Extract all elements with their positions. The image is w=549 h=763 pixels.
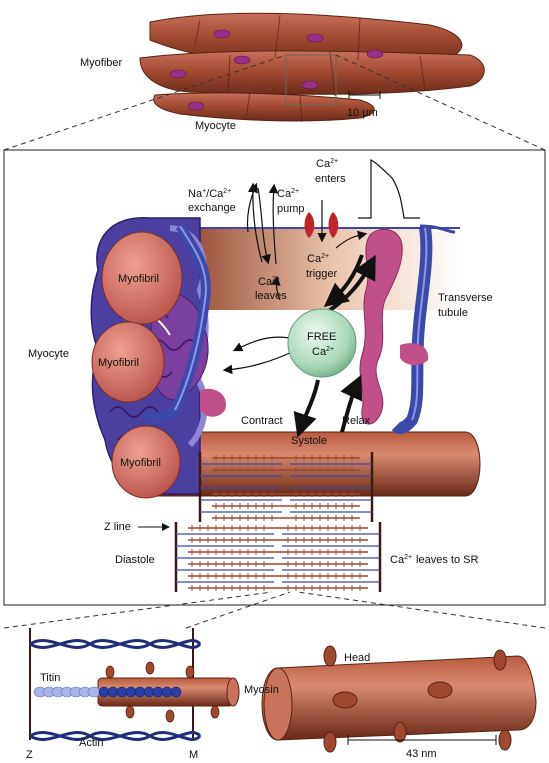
titin-label: Titin [40, 672, 60, 684]
myofiber-bundle [139, 12, 485, 123]
ttubule-label-2: tubule [438, 307, 468, 319]
myofibril-label-3: Myofibril [120, 457, 161, 469]
leaves-label-2: leaves [255, 290, 287, 302]
free-calcium-sphere [287, 308, 357, 378]
trigger-label: Ca2+ [307, 253, 329, 265]
free-ca-label: Ca2+ [312, 346, 334, 358]
myofibril-1 [101, 231, 183, 325]
free-label: FREE [307, 331, 336, 343]
actin-label: Actin [79, 737, 103, 749]
myocyte-mid-label: Myocyte [28, 348, 69, 360]
leaves-label: Ca2+ [258, 276, 280, 288]
myofibril-2 [91, 321, 165, 403]
contract-label: Contract [241, 415, 283, 427]
scale-label-top: 10 μm [347, 107, 378, 119]
zline-label: Z line [104, 521, 131, 533]
diastole-sarcomere [174, 522, 382, 592]
leaves-sr-label: Ca2+leaves to SR [390, 554, 478, 566]
myofibril-label-1: Myofibril [118, 273, 159, 285]
systole-sarcomere [198, 452, 374, 522]
relax-label: Relax [342, 415, 371, 427]
myocyte-panel [3, 149, 546, 606]
scale-bar-top [348, 91, 381, 99]
exchange-label: exchange [188, 202, 236, 214]
enters-label: Ca2+ [316, 158, 338, 170]
zoom-box [285, 54, 337, 106]
diastole-label: Diastole [115, 554, 155, 566]
calcium-channel-icon [304, 212, 339, 238]
na-ca-exchange-label: Na+/Ca2+ [188, 188, 231, 200]
enters-label-2: enters [315, 173, 346, 185]
m-label: M [189, 749, 198, 761]
myocyte-top-label: Myocyte [195, 120, 236, 132]
systole-label: Systole [291, 435, 327, 447]
sarcomere-detail [29, 628, 537, 753]
z-label: Z [26, 749, 33, 761]
head-label: Head [344, 652, 370, 664]
myofibril-label-2: Myofibril [98, 357, 139, 369]
trigger-label-2: trigger [306, 268, 338, 280]
pump-label-2: pump [277, 203, 305, 215]
scale-label-bottom: 43 nm [406, 748, 437, 760]
myofiber-label: Myofiber [80, 57, 123, 69]
pump-label: Ca2+ [277, 188, 299, 200]
action-potential-trace [358, 159, 420, 219]
myosin-label: Myosin [244, 684, 279, 696]
ttubule-label-1: Transverse [438, 292, 493, 304]
myofibril-3 [111, 425, 181, 499]
